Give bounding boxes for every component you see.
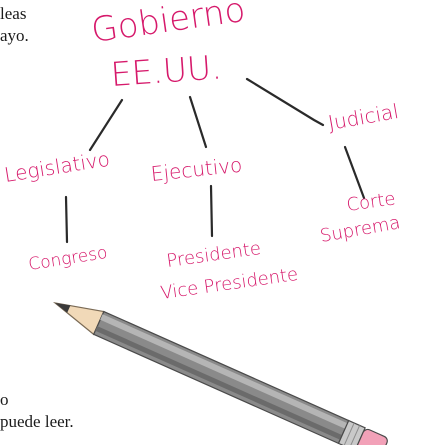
- side-text-line-3: o: [0, 390, 9, 409]
- connector-judicial: [245, 77, 325, 127]
- connector-judicial-corte: [343, 145, 366, 200]
- side-text-line-1: leas: [0, 4, 27, 23]
- connector-legislativo-congreso: [64, 195, 69, 244]
- side-text-line-2: ayo.: [0, 26, 29, 45]
- connector-legislativo: [88, 98, 124, 152]
- side-text-line-4: puede leer.: [0, 412, 74, 431]
- connector-ejecutivo: [188, 95, 208, 149]
- connector-ejecutivo-presidente: [209, 184, 214, 238]
